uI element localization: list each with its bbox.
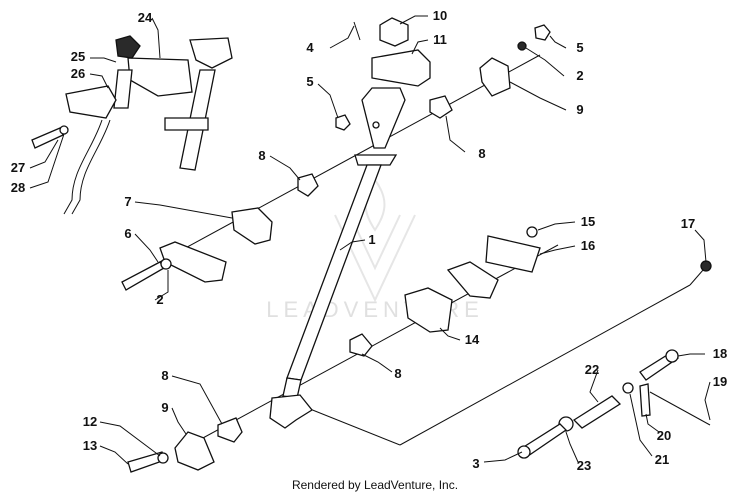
bushing-8-mid — [297, 173, 319, 197]
callout-8-lower-right: 8 — [394, 366, 401, 381]
callouts: 24 25 26 27 28 4 10 11 5 5 2 9 8 8 7 6 2… — [11, 8, 727, 473]
callout-9-upper: 9 — [576, 102, 583, 117]
nut-5-left — [335, 114, 351, 131]
callout-8-upper: 8 — [478, 146, 485, 161]
callout-28: 28 — [11, 180, 25, 195]
leader-lines — [29, 15, 711, 465]
callout-10: 10 — [433, 8, 447, 23]
callout-4: 4 — [306, 40, 314, 55]
plate-24 — [127, 57, 193, 97]
bolt-6 — [121, 261, 165, 291]
callout-15: 15 — [581, 214, 595, 229]
washer-2-upper — [517, 41, 527, 51]
callout-17: 17 — [681, 216, 695, 231]
callout-8-mid: 8 — [258, 148, 265, 163]
callout-7: 7 — [124, 194, 131, 209]
callout-18: 18 — [713, 346, 727, 361]
lower-left-parts — [127, 417, 243, 473]
callout-1: 1 — [368, 232, 375, 247]
block-14 — [404, 287, 453, 333]
block-9-lower — [174, 431, 215, 471]
callout-19: 19 — [713, 374, 727, 389]
left-mid-parts — [121, 173, 319, 291]
callout-21: 21 — [655, 452, 669, 467]
callout-11: 11 — [433, 32, 447, 47]
callout-24: 24 — [138, 10, 153, 25]
callout-6: 6 — [124, 226, 131, 241]
bushing-8-upper — [429, 95, 453, 119]
right-mid-parts — [349, 226, 541, 357]
bushing-8-lower — [217, 417, 243, 443]
upper-clamp-parts — [335, 17, 551, 131]
callout-5-left: 5 — [306, 74, 313, 89]
callout-12: 12 — [83, 414, 97, 429]
callout-14: 14 — [465, 332, 480, 347]
callout-25: 25 — [71, 49, 85, 64]
cotter-19 — [649, 391, 711, 426]
block-11 — [371, 49, 431, 87]
bolt-20 — [639, 383, 651, 417]
bushing-8-lower-right — [349, 333, 373, 357]
callout-8-lower: 8 — [161, 368, 168, 383]
callout-22: 22 — [585, 362, 599, 377]
washer-28 — [59, 125, 69, 135]
callout-26: 26 — [71, 66, 85, 81]
washer-2-mid — [160, 258, 172, 270]
render-credit: Rendered by LeadVenture, Inc. — [291, 478, 459, 492]
mount-bracket — [189, 37, 233, 69]
cap-10 — [379, 17, 409, 47]
tie-rod-parts — [517, 260, 712, 459]
callout-16: 16 — [581, 238, 595, 253]
plate-16 — [485, 235, 541, 273]
callout-9-lower: 9 — [161, 400, 168, 415]
knob-25 — [115, 35, 141, 59]
nut-5-upper — [534, 24, 551, 41]
callout-20: 20 — [657, 428, 671, 443]
nut-21 — [622, 382, 634, 394]
nut-15 — [526, 226, 538, 238]
callout-2-mid: 2 — [156, 292, 163, 307]
block-7 — [231, 207, 273, 245]
screw-27 — [31, 127, 64, 149]
callout-2-upper: 2 — [576, 68, 583, 83]
washer-12 — [157, 452, 169, 464]
bolt-4 — [353, 21, 361, 41]
bracket-mid — [446, 261, 499, 299]
steering-post — [269, 87, 406, 429]
nut-17 — [700, 260, 712, 272]
clamp-26 — [65, 85, 117, 119]
callout-3: 3 — [472, 456, 479, 471]
callout-5-right: 5 — [576, 40, 583, 55]
callout-13: 13 — [83, 438, 97, 453]
top-left-assembly — [31, 35, 233, 215]
callout-27: 27 — [11, 160, 25, 175]
sleeve-22 — [572, 395, 622, 429]
callout-23: 23 — [577, 458, 591, 473]
block-9-upper — [479, 57, 511, 97]
